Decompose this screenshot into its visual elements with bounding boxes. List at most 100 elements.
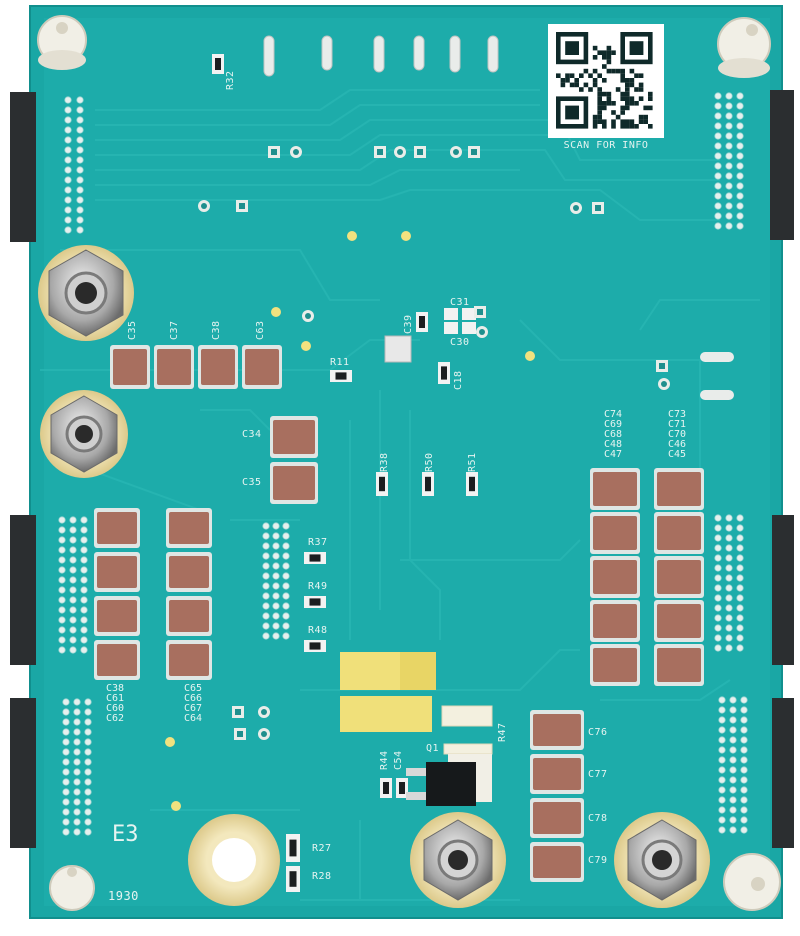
- via: [725, 172, 733, 180]
- qr-module: [597, 73, 602, 78]
- capacitor-body: [533, 758, 581, 790]
- resistor-body: [441, 366, 447, 380]
- via: [729, 756, 737, 764]
- via: [729, 696, 737, 704]
- via: [736, 534, 744, 542]
- qr-module: [620, 68, 625, 74]
- qr-module: [602, 105, 607, 111]
- via: [73, 808, 81, 816]
- via: [729, 736, 737, 744]
- silk-stack-item: C64: [184, 713, 203, 724]
- capacitor-body: [201, 349, 235, 385]
- resistor-body: [309, 598, 321, 606]
- via: [729, 746, 737, 754]
- via: [58, 586, 66, 594]
- qr-module: [602, 50, 607, 55]
- small-resistors: [212, 54, 478, 892]
- connector-right-bottom: [772, 698, 794, 848]
- via: [736, 644, 744, 652]
- resistor-body: [215, 58, 221, 70]
- qr-module: [565, 78, 570, 83]
- via: [725, 644, 733, 652]
- via: [76, 146, 84, 154]
- via: [718, 736, 726, 744]
- via: [725, 132, 733, 140]
- via: [725, 604, 733, 612]
- via: [740, 696, 748, 704]
- via: [725, 554, 733, 562]
- via: [69, 606, 77, 614]
- via: [725, 614, 733, 622]
- via: [714, 192, 722, 200]
- silk-c79: C79: [588, 855, 608, 866]
- via: [282, 522, 290, 530]
- qr-module: [629, 119, 635, 124]
- silk-stack-item: C38: [106, 683, 125, 694]
- via: [729, 706, 737, 714]
- via: [84, 738, 92, 746]
- via: [76, 96, 84, 104]
- via: [729, 716, 737, 724]
- via: [64, 126, 72, 134]
- via: [725, 514, 733, 522]
- via: [729, 786, 737, 794]
- via: [76, 206, 84, 214]
- via: [84, 708, 92, 716]
- standoff-bottom-right: [723, 853, 781, 911]
- via: [64, 106, 72, 114]
- capacitor-body: [657, 648, 701, 682]
- via: [262, 572, 270, 580]
- capacitor-body: [593, 560, 637, 594]
- via: [58, 546, 66, 554]
- capacitor-body: [593, 604, 637, 638]
- via: [714, 544, 722, 552]
- capacitor-body: [97, 600, 137, 632]
- silk-c39: C39: [403, 314, 414, 334]
- via: [62, 758, 70, 766]
- silk-r49: R49: [308, 581, 328, 592]
- via: [64, 96, 72, 104]
- via: [740, 706, 748, 714]
- silk-c63: C63: [255, 320, 266, 340]
- via: [58, 606, 66, 614]
- standoff-bottom-left: [49, 865, 95, 911]
- via: [69, 516, 77, 524]
- resistor-body: [309, 554, 321, 562]
- qr-module: [569, 82, 575, 88]
- via: [725, 534, 733, 542]
- qr-module: [556, 73, 561, 78]
- qr-module: [648, 96, 653, 101]
- via: [725, 564, 733, 572]
- via: [69, 626, 77, 634]
- connector-right-mid: [772, 515, 794, 665]
- via: [58, 556, 66, 564]
- qr-module: [615, 114, 621, 120]
- via: [725, 634, 733, 642]
- ic-package: [384, 335, 412, 363]
- via: [64, 196, 72, 204]
- qr-module: [638, 82, 644, 88]
- qr-module: [583, 82, 589, 88]
- qr-module: [638, 87, 644, 92]
- via: [73, 718, 81, 726]
- qr-module: [583, 68, 589, 74]
- via: [262, 602, 270, 610]
- via: [262, 582, 270, 590]
- qr-module: [638, 96, 644, 101]
- qr-module: [625, 124, 630, 129]
- qr-module: [574, 78, 579, 83]
- via: [282, 612, 290, 620]
- via: [58, 566, 66, 574]
- capacitor-body: [593, 472, 637, 506]
- via: [718, 766, 726, 774]
- qr-module: [625, 96, 630, 101]
- via: [69, 596, 77, 604]
- via: [714, 604, 722, 612]
- via: [725, 624, 733, 632]
- capacitor-body: [169, 512, 209, 544]
- via: [725, 182, 733, 190]
- qr-module: [602, 91, 607, 97]
- qr-module: [625, 105, 630, 111]
- qr-module: [620, 110, 625, 115]
- capacitor-body: [97, 512, 137, 544]
